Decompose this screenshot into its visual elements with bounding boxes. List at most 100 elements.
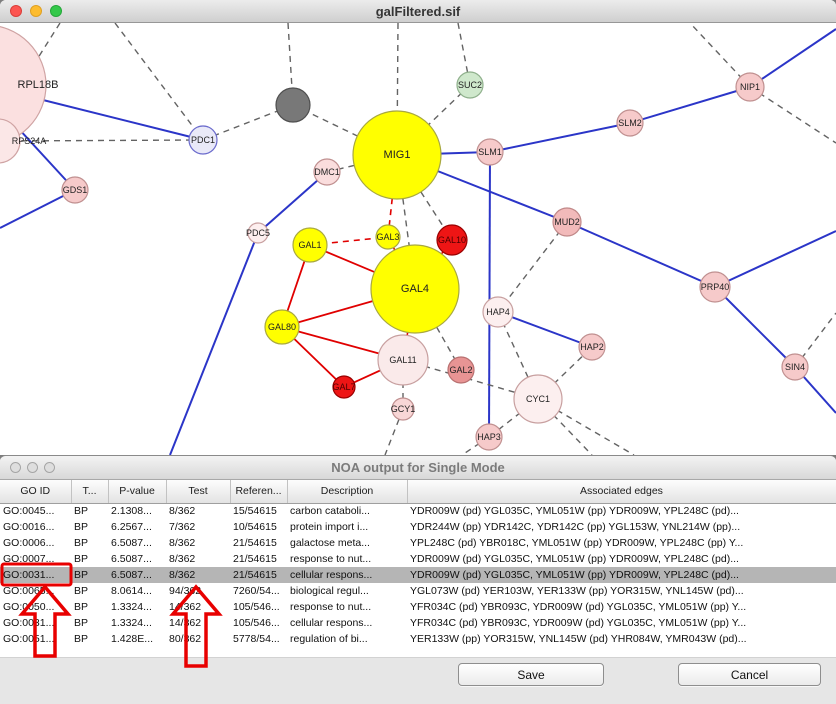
- edge-off-PDC1[interactable]: [114, 23, 204, 141]
- edge-NIP1-off[interactable]: [749, 28, 836, 88]
- edge-GDS1-off[interactable]: [0, 189, 76, 229]
- node-GCY1[interactable]: [391, 397, 415, 421]
- node-MUD2[interactable]: [552, 207, 582, 237]
- cell-r1-c1[interactable]: BP: [74, 521, 89, 533]
- cell-r1-c4[interactable]: 10/54615: [233, 521, 277, 533]
- node-HAP4[interactable]: [482, 296, 514, 328]
- cell-r4-c1[interactable]: BP: [71, 567, 108, 583]
- node-MIG1[interactable]: [352, 110, 442, 200]
- cell-r6-c6[interactable]: YFR034C (pd) YBR093C, YDR009W (pd) YGL03…: [410, 601, 747, 613]
- edge-CYC1-off[interactable]: [537, 398, 635, 455]
- node-GAL7[interactable]: [332, 375, 356, 399]
- minimize-button[interactable]: [27, 462, 38, 473]
- node-GAL3[interactable]: [375, 224, 401, 250]
- cell-r4-c3[interactable]: 8/362: [166, 567, 230, 583]
- zoom-button[interactable]: [44, 462, 55, 473]
- edge-GCY1-off[interactable]: [384, 408, 404, 455]
- cell-r3-c2[interactable]: 6.5087...: [111, 553, 152, 565]
- node-GDS1[interactable]: [61, 176, 89, 204]
- cell-r0-c1[interactable]: BP: [74, 505, 89, 518]
- cell-r5-c6[interactable]: YGL073W (pd) YER103W, YER133W (pp) YOR31…: [410, 585, 744, 597]
- cell-r8-c4[interactable]: 5778/54...: [233, 633, 280, 645]
- cell-r0-c6[interactable]: YDR009W (pd) YGL035C, YML051W (pp) YDR00…: [410, 505, 739, 518]
- edge-MUD2-HAP4[interactable]: [497, 221, 568, 313]
- cell-r5-c0[interactable]: GO:0065...: [3, 585, 55, 597]
- cell-r2-c1[interactable]: BP: [74, 537, 89, 549]
- cell-r8-c1[interactable]: BP: [74, 633, 89, 645]
- node-GAL80[interactable]: [264, 309, 300, 345]
- cell-r5-c2[interactable]: 8.0614...: [111, 585, 152, 597]
- cell-r8-c0[interactable]: GO:0051...: [3, 633, 55, 645]
- node-SLM1[interactable]: [476, 138, 504, 166]
- cell-r0-c0[interactable]: GO:0045...: [3, 505, 55, 518]
- node-SLM2[interactable]: [616, 109, 644, 137]
- node-RPL18B[interactable]: [0, 25, 47, 145]
- cell-r5-c1[interactable]: BP: [74, 585, 89, 597]
- column-header-1[interactable]: T...: [71, 480, 109, 504]
- cell-r8-c6[interactable]: YER133W (pp) YOR315W, YNL145W (pd) YHR08…: [410, 633, 747, 645]
- node-GAL11[interactable]: [377, 334, 429, 386]
- cell-r5-c4[interactable]: 7260/54...: [233, 585, 280, 597]
- cell-r7-c5[interactable]: cellular respons...: [290, 617, 373, 629]
- edge-PRP40-off[interactable]: [714, 230, 836, 288]
- column-header-3[interactable]: Test: [166, 480, 231, 504]
- cell-r7-c6[interactable]: YFR034C (pd) YBR093C, YDR009W (pd) YGL03…: [410, 617, 747, 629]
- cell-r4-c4[interactable]: 21/54615: [230, 567, 287, 583]
- cell-r6-c5[interactable]: response to nut...: [290, 601, 372, 613]
- table-row-5[interactable]: GO:0065... BP 8.0614... 94/362 7260/54... bio…: [0, 583, 836, 599]
- cell-r1-c6[interactable]: YDR244W (pp) YDR142C, YDR142C (pp) YGL15…: [410, 521, 741, 533]
- edge-DMC1-PDC5[interactable]: [257, 171, 328, 234]
- cell-r4-c5[interactable]: cellular respons...: [287, 567, 407, 583]
- node-DMC1[interactable]: [313, 158, 341, 186]
- cell-r3-c3[interactable]: 8/362: [169, 553, 196, 565]
- node-GAL2[interactable]: [447, 356, 475, 384]
- column-header-5[interactable]: Description: [287, 480, 408, 504]
- edge-PRP40-SIN4[interactable]: [714, 286, 796, 368]
- cell-r7-c2[interactable]: 1.3324...: [111, 617, 152, 629]
- cell-r3-c0[interactable]: GO:0007...: [3, 553, 55, 565]
- cell-r7-c1[interactable]: BP: [74, 617, 89, 629]
- edge-HAP4-HAP2[interactable]: [497, 311, 593, 348]
- node-GAL10[interactable]: [436, 224, 468, 256]
- node-PRP40[interactable]: [699, 271, 731, 303]
- node-GRAY1[interactable]: [275, 87, 311, 123]
- node-GAL1[interactable]: [292, 227, 328, 263]
- cell-r6-c0[interactable]: GO:0050...: [3, 601, 55, 613]
- node-CYC1[interactable]: [513, 374, 563, 424]
- edge-MUD2-PRP40[interactable]: [566, 221, 716, 288]
- cell-r3-c1[interactable]: BP: [74, 553, 89, 565]
- cell-r3-c6[interactable]: YDR009W (pd) YGL035C, YML051W (pp) YDR00…: [410, 553, 739, 565]
- node-SUC2[interactable]: [456, 71, 484, 99]
- cell-r2-c0[interactable]: GO:0006...: [3, 537, 55, 549]
- cell-r7-c4[interactable]: 105/546...: [233, 617, 280, 629]
- cell-r0-c5[interactable]: carbon cataboli...: [290, 505, 370, 518]
- cell-r2-c3[interactable]: 8/362: [169, 537, 196, 549]
- network-graph[interactable]: RPL18BRPS24AGDS1PDC1MIG1SUC2SLM1SLM2NIP1…: [0, 23, 836, 455]
- cell-r2-c4[interactable]: 21/54615: [233, 537, 277, 549]
- cell-r5-c5[interactable]: biological regul...: [290, 585, 369, 597]
- minimize-button[interactable]: [30, 5, 42, 17]
- noa-window-titlebar[interactable]: NOA output for Single Mode: [0, 456, 836, 480]
- save-button[interactable]: Save: [458, 663, 604, 686]
- close-button[interactable]: [10, 5, 22, 17]
- column-header-4[interactable]: Referen...: [230, 480, 288, 504]
- cell-r6-c3[interactable]: 14/362: [169, 601, 202, 613]
- cell-r1-c2[interactable]: 6.2567...: [111, 521, 152, 533]
- node-NIP1[interactable]: [735, 72, 765, 102]
- node-HAP3[interactable]: [475, 423, 503, 451]
- cell-r0-c2[interactable]: 2.1308...: [111, 505, 152, 518]
- node-HAP2[interactable]: [578, 333, 606, 361]
- cell-r4-c2[interactable]: 6.5087...: [108, 567, 166, 583]
- cell-r1-c0[interactable]: GO:0016...: [3, 521, 55, 533]
- cell-r2-c6[interactable]: YPL248C (pd) YBR018C, YML051W (pp) YDR00…: [410, 537, 744, 549]
- node-GAL4[interactable]: [370, 244, 460, 334]
- cell-r5-c3[interactable]: 94/362: [169, 585, 202, 597]
- node-RPS24A[interactable]: [0, 118, 21, 164]
- node-PDC5[interactable]: [247, 222, 269, 244]
- cell-r6-c2[interactable]: 1.3324...: [111, 601, 152, 613]
